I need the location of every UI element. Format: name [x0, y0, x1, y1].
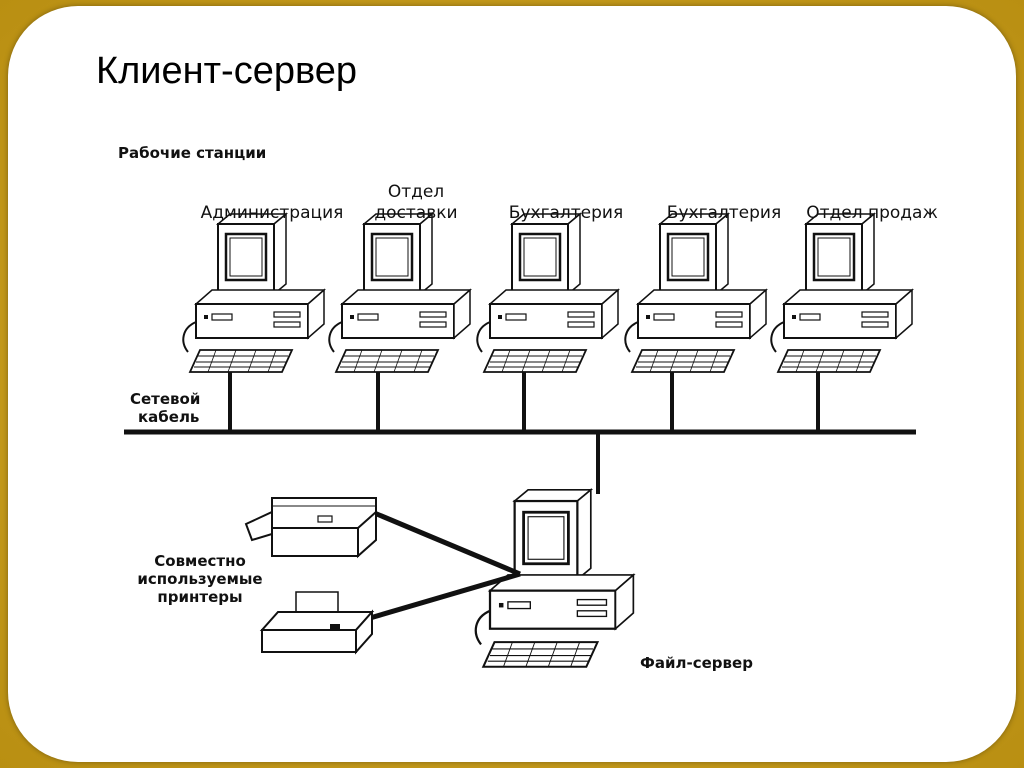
cable-label-line2: кабель [138, 408, 199, 426]
laser-printer-icon [244, 497, 377, 559]
workstation-computer-2 [328, 212, 472, 374]
workstation-label-1: Администрация [201, 203, 344, 223]
file-server-label: Файл-сервер [640, 654, 753, 672]
slide-card: Клиент-сервер [8, 6, 1016, 762]
workstation-computer-4 [624, 212, 768, 374]
dot-matrix-printer-icon [259, 591, 375, 655]
workstation-label-2-line2: доставки [374, 203, 457, 223]
cable-label-line1: Сетевой [130, 390, 200, 408]
network-drops [228, 372, 820, 432]
workstations-label: Рабочие станции [118, 144, 266, 162]
printers-label-line1: Совместно [154, 552, 246, 570]
workstation-computer-1 [182, 212, 326, 374]
slide-title: Клиент-сервер [96, 50, 358, 92]
workstation-computer-3 [476, 212, 620, 374]
printers-label-line3: принтеры [157, 588, 242, 606]
printers-label-line2: используемые [137, 570, 262, 588]
workstation-label-3: Бухгалтерия [509, 203, 623, 223]
workstation-label-5: Отдел продаж [806, 203, 938, 223]
workstation-label-2-line1: Отдел [388, 182, 444, 202]
workstation-computer-5 [770, 212, 914, 374]
printer-cables [369, 509, 521, 621]
workstation-label-4: Бухгалтерия [667, 203, 781, 223]
